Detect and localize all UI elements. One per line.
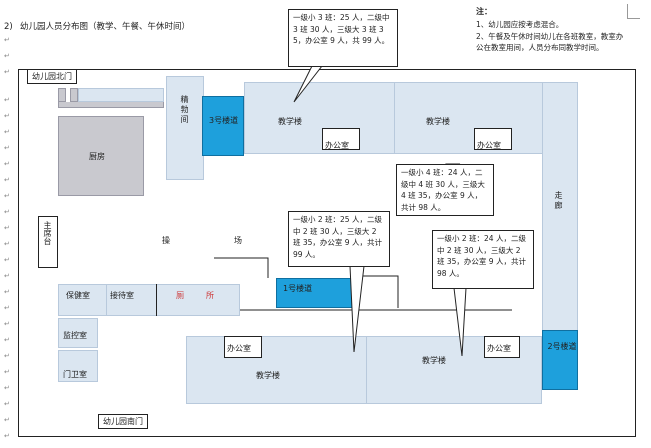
kitchen-label: 厨房 [89,152,105,161]
teaching-building-south-label-1: 教学楼 [256,371,280,380]
north-gate-label: 幼儿园北门 [27,69,77,84]
north-shed-1 [58,88,66,102]
page-corner-mark [627,4,640,19]
north-strip-base [58,102,164,108]
north-shed-2 [70,88,78,102]
page-heading: 幼儿园人员分布图（教学、午餐、午休时间） [20,22,191,32]
teaching-building-north-label-1: 教学楼 [278,117,302,126]
stair-3: 3号楼道 [202,96,244,156]
playground-label: 操场 [162,236,306,245]
notes-title: 注： [476,7,492,16]
notes-list: 1、幼儿园应按考虑混合。 2、午餐及午休时间幼儿在各班教室，教室办公在教室用间，… [476,19,626,54]
office-south-1: 办公室 [224,336,262,358]
stair-2-label: 2号楼道 [547,342,577,351]
east-corridor-label: 走廊 [554,191,563,211]
main-stage-label: 主席台 [43,221,52,245]
west-corridor-label: 精勃间 [180,95,189,125]
office-south-2: 办公室 [484,336,520,358]
south-gate-label: 幼儿园南门 [98,414,148,429]
callout-north-2: 一级小 4 班：24 人，二级中 4 班 30 人，三级大 4 班 35，办公室… [396,164,494,216]
main-stage: 主席台 [38,216,58,268]
heading-marker: 2) [4,22,13,32]
reception-label: 接待室 [110,291,134,300]
north-strip [78,88,164,102]
monitor-room: 监控室 [58,318,98,348]
monitor-room-label: 监控室 [63,331,87,340]
stair-3-label: 3号楼道 [209,116,239,125]
kitchen: 厨房 [58,116,144,196]
callout-north-1: 一级小 3 班：25 人，二级中 3 班 30 人，三级大 3 班 35，办公室… [288,9,398,67]
guard-room-label: 门卫室 [63,370,87,379]
toilet-label: 厕所 [176,291,236,300]
teaching-building-south-label-2: 教学楼 [422,356,446,365]
guard-room: 门卫室 [58,350,98,382]
service-block [58,284,240,316]
callout-south-1: 一级小 2 班：25 人，二级中 2 班 30 人，三级大 2 班 35，办公室… [288,211,390,267]
stair-1-label: 1号楼道 [283,284,313,293]
east-corridor: 走廊 [542,82,578,336]
office-north-2: 办公室 [474,128,512,150]
note-item-2: 2、午餐及午休时间幼儿在各班教室，教室办公在教室用间，人员分布同教学时间。 [476,31,624,53]
campus-boundary [18,69,636,437]
stair-2: 2号楼道 [542,330,578,390]
health-room-label: 保健室 [66,291,90,300]
callout-south-2: 一级小 2 班：24 人，二级中 2 班 30 人，三级大 2 班 35，办公室… [432,230,534,289]
office-north-1: 办公室 [322,128,360,150]
west-corridor: 精勃间 [166,76,204,180]
stair-1: 1号楼道 [276,278,354,308]
note-item-1: 1、幼儿园应按考虑混合。 [476,20,564,29]
teaching-building-north-label-2: 教学楼 [426,117,450,126]
